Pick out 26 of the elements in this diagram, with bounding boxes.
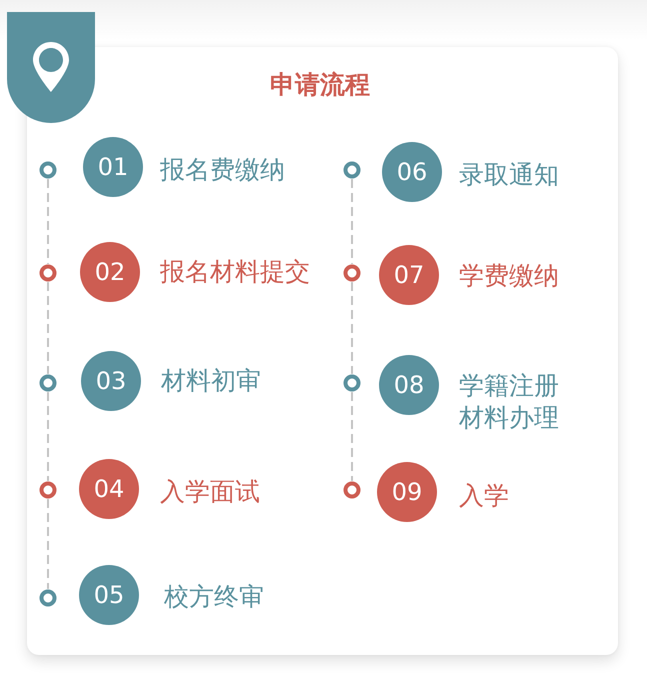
step-label: 报名材料提交 xyxy=(160,256,310,288)
step-label: 入学 xyxy=(459,480,509,512)
step-label: 报名费缴纳 xyxy=(160,154,285,186)
step-label: 材料初审 xyxy=(161,365,261,397)
timeline-line xyxy=(47,392,49,481)
timeline-line xyxy=(47,179,49,264)
timeline-line xyxy=(47,282,49,374)
step-label: 学费缴纳 xyxy=(459,260,559,292)
timeline-line xyxy=(47,499,49,589)
ring-marker-icon xyxy=(343,374,361,392)
ring-marker-icon xyxy=(343,264,361,282)
ring-marker-icon xyxy=(39,374,57,392)
step-label: 校方终审 xyxy=(164,581,264,613)
step-label: 录取通知 xyxy=(459,159,559,191)
step-label: 入学面试 xyxy=(160,476,260,508)
ring-marker-icon xyxy=(343,161,361,179)
ring-marker-icon xyxy=(39,589,57,607)
timeline-line xyxy=(351,282,353,374)
title: 申请流程 xyxy=(269,70,371,100)
ring-marker-icon xyxy=(39,161,57,179)
step-label: 学籍注册材料办理 xyxy=(459,370,560,434)
timeline-line xyxy=(351,392,353,481)
ring-marker-icon xyxy=(39,481,57,499)
timeline-line xyxy=(351,179,353,264)
ring-marker-icon xyxy=(39,264,57,282)
ring-marker-icon xyxy=(343,481,361,499)
